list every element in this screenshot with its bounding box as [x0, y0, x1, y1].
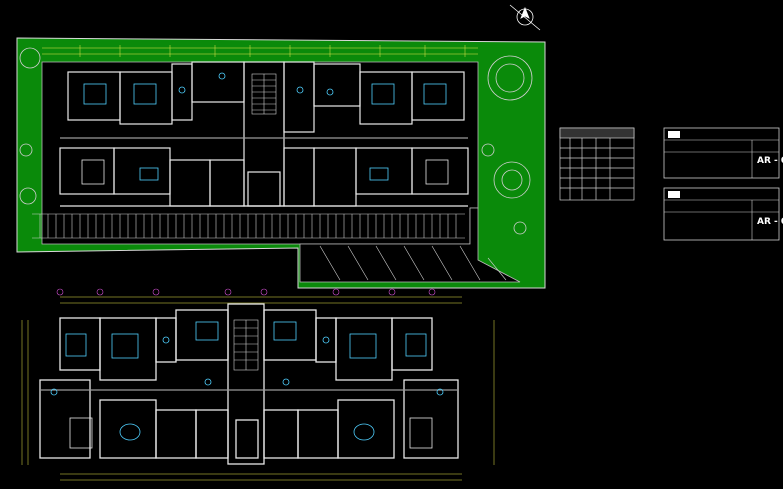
- tree-icon: [19, 143, 33, 157]
- north-arrow-icon: [509, 4, 541, 31]
- toilet-icon: [50, 388, 58, 396]
- bed-icon: [371, 83, 395, 105]
- grid-bubbles: [56, 288, 436, 296]
- dimension-lines-top: [42, 45, 478, 57]
- toilet-icon: [436, 388, 444, 396]
- stair-icon: [233, 319, 259, 371]
- furniture-upper: [81, 72, 449, 185]
- parking-stalls: [32, 213, 507, 281]
- bed-icon: [273, 321, 297, 341]
- tree-icon: [19, 47, 41, 69]
- sheet-code-ar01: AR - 01: [757, 156, 783, 166]
- bed-icon: [195, 321, 219, 341]
- dining-table-icon: [369, 167, 389, 181]
- title-block-ar01: AR - 01: [663, 127, 783, 179]
- sheet-code-ar02: AR - 02: [757, 217, 783, 227]
- floor-plan: [21, 288, 495, 481]
- tree-icon: [513, 221, 527, 235]
- apartments-walls: [59, 61, 469, 207]
- bed-icon: [111, 333, 139, 359]
- bed-icon: [349, 333, 377, 359]
- toilet-icon: [326, 88, 334, 96]
- toilet-icon: [204, 378, 212, 386]
- dimension-lines-floor: [21, 296, 495, 481]
- toilet-icon: [218, 72, 226, 80]
- dining-table-icon: [139, 167, 159, 181]
- tree-icon: [493, 161, 531, 199]
- bed-icon: [65, 333, 87, 357]
- dining-table-icon: [119, 423, 141, 441]
- dining-table-icon: [353, 423, 375, 441]
- tree-icon: [501, 169, 523, 191]
- furniture-floor: [50, 321, 444, 449]
- bed-icon: [133, 83, 157, 105]
- toilet-icon: [322, 336, 330, 344]
- stair-icon: [251, 73, 277, 115]
- bed-icon: [83, 83, 107, 105]
- site-plan: [16, 4, 546, 289]
- schedule-table: [559, 127, 635, 201]
- title-block-ar02: AR - 02: [663, 187, 783, 241]
- bed-icon: [423, 83, 447, 105]
- tree-icon: [481, 143, 495, 157]
- bed-icon: [405, 333, 427, 357]
- trees: [19, 47, 533, 235]
- tree-icon: [19, 187, 37, 205]
- tree-icon: [495, 63, 525, 93]
- building-footprint: [41, 61, 479, 245]
- toilet-icon: [162, 336, 170, 344]
- toilet-icon: [178, 86, 186, 94]
- parking-lot: [299, 207, 521, 283]
- toilet-icon: [282, 378, 290, 386]
- tree-icon: [487, 55, 533, 101]
- toilet-icon: [296, 86, 304, 94]
- floor-walls: [39, 303, 459, 465]
